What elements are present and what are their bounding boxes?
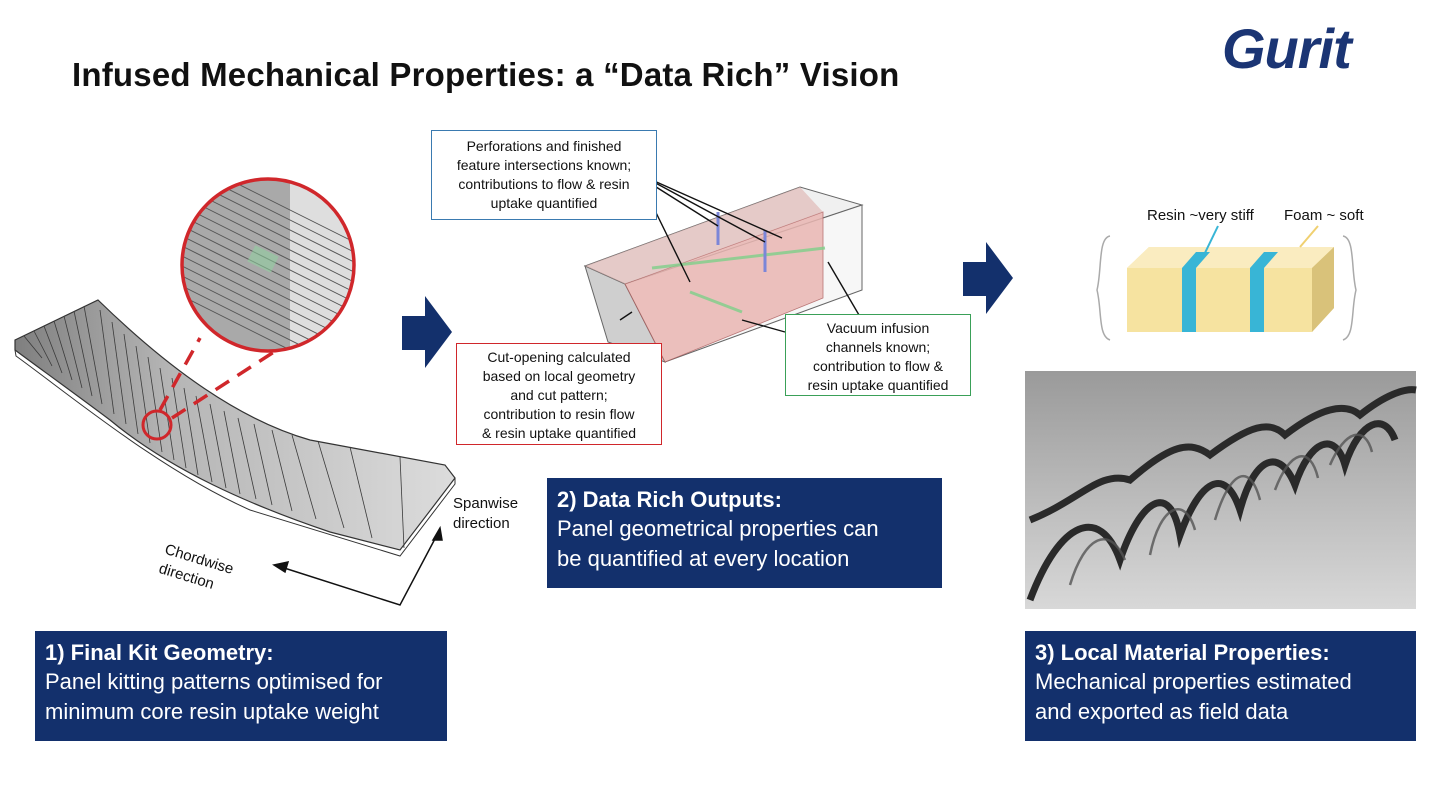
foam-resin-graphic (1096, 225, 1357, 341)
callout-line: resin uptake quantified (807, 377, 949, 393)
callout-line: Perforations and finished (466, 138, 622, 154)
direction-arrows (272, 525, 443, 606)
callout-line: based on local geometry (482, 368, 636, 384)
callout-vacuum: Vacuum infusion channels known; contribu… (785, 314, 971, 396)
panel-body-line: be quantified at every location (557, 546, 850, 571)
panel-body-line: minimum core resin uptake weight (45, 699, 379, 724)
mesh-photo (1025, 371, 1417, 609)
panel-data-rich-outputs: 2) Data Rich Outputs: Panel geometrical … (547, 478, 942, 588)
panel-body-line: Panel geometrical properties can (557, 516, 879, 541)
callout-line: contribution to flow & (813, 358, 943, 374)
gurit-logo: Gurit (1222, 17, 1352, 80)
callout-perforations: Perforations and finished feature inters… (431, 130, 657, 220)
page-title: Infused Mechanical Properties: a “Data R… (72, 56, 900, 93)
callout-line: feature intersections known; (456, 157, 632, 173)
spanwise-label: Spanwise direction (453, 494, 518, 534)
callout-line: Vacuum infusion (826, 320, 930, 336)
kit-panel-graphic (14, 299, 456, 557)
panel-heading: 2) Data Rich Outputs: (557, 487, 782, 512)
callout-line: channels known; (825, 339, 931, 355)
callout-line: uptake quantified (490, 195, 598, 211)
resin-label: Resin ~very stiff (1147, 207, 1254, 224)
panel-body-line: and exported as field data (1035, 699, 1289, 724)
panel-body-line: Panel kitting patterns optimised for (45, 669, 383, 694)
panel-heading: 1) Final Kit Geometry: (45, 640, 274, 665)
callout-line: contribution to resin flow (483, 406, 635, 422)
spanwise-line-2: direction (453, 515, 510, 532)
flow-arrows (402, 242, 1013, 368)
zoom-circle (180, 177, 356, 353)
panel-heading: 3) Local Material Properties: (1035, 640, 1330, 665)
panel-final-kit-geometry: 1) Final Kit Geometry: Panel kitting pat… (35, 631, 447, 741)
callout-line: and cut pattern; (510, 387, 608, 403)
panel-local-material-properties: 3) Local Material Properties: Mechanical… (1025, 631, 1416, 741)
spanwise-line-1: Spanwise (453, 495, 519, 512)
callout-line: contributions to flow & resin (458, 176, 630, 192)
callout-line: Cut-opening calculated (487, 349, 631, 365)
core-block-graphic (583, 179, 864, 363)
callout-cut-opening: Cut-opening calculated based on local ge… (456, 343, 662, 445)
foam-label: Foam ~ soft (1284, 207, 1364, 224)
panel-body-line: Mechanical properties estimated (1035, 669, 1352, 694)
callout-line: & resin uptake quantified (481, 425, 637, 441)
